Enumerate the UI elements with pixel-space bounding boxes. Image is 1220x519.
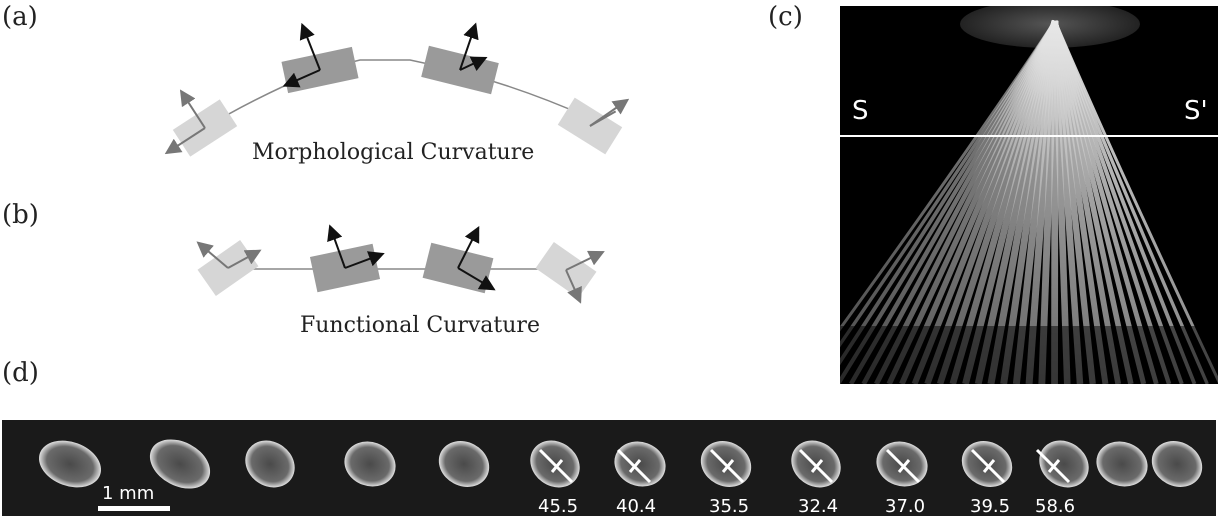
segment-light-left-b (196, 239, 262, 297)
angle-marker (798, 448, 834, 484)
segment-dark-right-b (422, 225, 496, 294)
fin-rays (840, 6, 1218, 384)
functional-curvature-diagram (196, 224, 605, 304)
cross-section (1039, 440, 1089, 488)
angle-value: 39.5 (970, 496, 1010, 516)
cross-section (438, 441, 490, 487)
angle-marker (1035, 448, 1071, 484)
angle-value: 37.0 (885, 496, 925, 516)
segment-dark-left (281, 22, 359, 94)
segment-light-right-b (535, 241, 605, 304)
angle-value: 45.5 (538, 496, 578, 516)
segment-light-right (557, 97, 630, 155)
cross-section (614, 441, 666, 487)
segment-dark-left-b (309, 224, 385, 293)
cross-sections: 1 mm 45.5 40.4 35.5 32.4 37.0 39.5 58.6 (39, 439, 1203, 516)
angle-marker (709, 448, 745, 484)
panel-label-c: (c) (768, 2, 803, 32)
cross-section-strip: 1 mm 45.5 40.4 35.5 32.4 37.0 39.5 58.6 (2, 420, 1216, 516)
angle-value: 40.4 (616, 496, 656, 516)
angle-marker (885, 448, 921, 484)
angle-marker (616, 448, 652, 484)
scale-bar-label: 1 mm (102, 483, 154, 504)
scale-bar (98, 506, 170, 511)
curvature-line (204, 59, 591, 129)
cross-section (245, 440, 295, 488)
angle-marker (538, 448, 574, 484)
section-marker-s-prime: S' (1184, 96, 1208, 126)
cross-section (149, 439, 211, 489)
fin-microct-image: S S' (840, 6, 1218, 384)
angle-value: 35.5 (709, 496, 749, 516)
morphological-curvature-diagram (164, 22, 630, 157)
cross-section (1151, 441, 1203, 487)
angle-marker (970, 448, 1006, 484)
segment-dark-right (421, 22, 499, 95)
caption-morphological: Morphological Curvature (252, 140, 535, 165)
cross-section (1096, 441, 1148, 487)
angle-value: 58.6 (1035, 496, 1075, 516)
angle-value: 32.4 (798, 496, 838, 516)
section-marker-s: S (852, 96, 869, 126)
panel-label-b: (b) (2, 200, 39, 230)
cross-section (39, 440, 101, 488)
cross-section (344, 441, 396, 487)
panel-label-d: (d) (2, 358, 39, 388)
segment-light-left (164, 89, 238, 157)
panel-label-a: (a) (2, 2, 38, 32)
caption-functional: Functional Curvature (300, 313, 540, 338)
fin-ray (1053, 20, 1218, 384)
